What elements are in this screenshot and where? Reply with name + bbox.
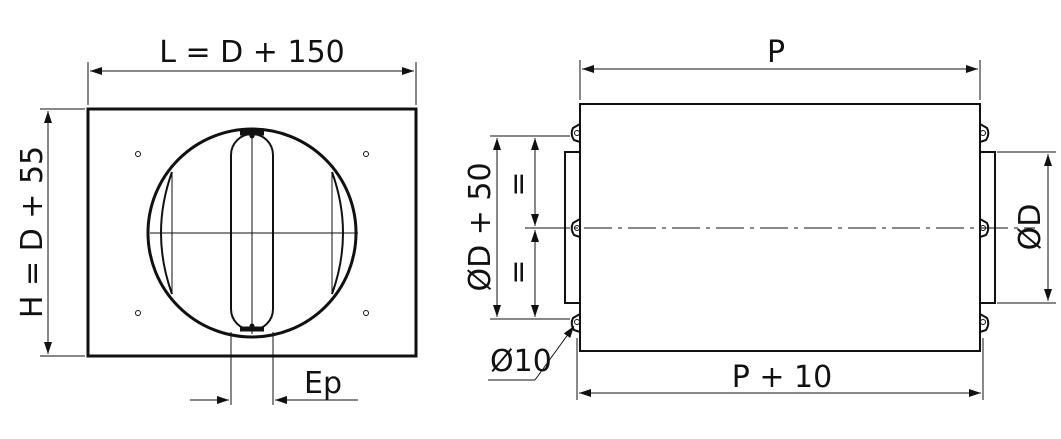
mounting-hole-bottom-left [135, 310, 141, 316]
front-plate [86, 107, 418, 358]
damper-arc-left [160, 171, 173, 295]
blade-pivot-bottom [249, 323, 255, 329]
equal-bottom-label: = [501, 259, 536, 284]
equal-top-label: = [501, 171, 536, 196]
mounting-hole-bottom-right [363, 310, 369, 316]
duct-opening-circle [146, 127, 358, 339]
length-label: P [767, 35, 785, 70]
side-view: P ØD + 50 = = ØD Ø10 P + 10 [463, 35, 1056, 400]
blade-width-label: Ep [304, 366, 342, 401]
mounting-hole-top-right [363, 151, 369, 157]
hole-leader-line [534, 325, 575, 381]
blade-pivot-top [249, 133, 255, 139]
height-label: H = D + 55 [15, 146, 50, 318]
front-view: L = D + 150 H = D + 55 Ep [15, 35, 418, 405]
hole-label: Ø10 [490, 344, 552, 379]
mounting-hole-top-left [135, 151, 141, 157]
duct-diameter-label: ØD [1013, 204, 1048, 251]
overall-length-label: P + 10 [732, 360, 832, 395]
damper-arc-right [331, 171, 344, 295]
outer-diameter-label: ØD + 50 [463, 162, 498, 291]
width-label: L = D + 150 [159, 35, 345, 70]
mounting-lugs-right [979, 123, 990, 333]
